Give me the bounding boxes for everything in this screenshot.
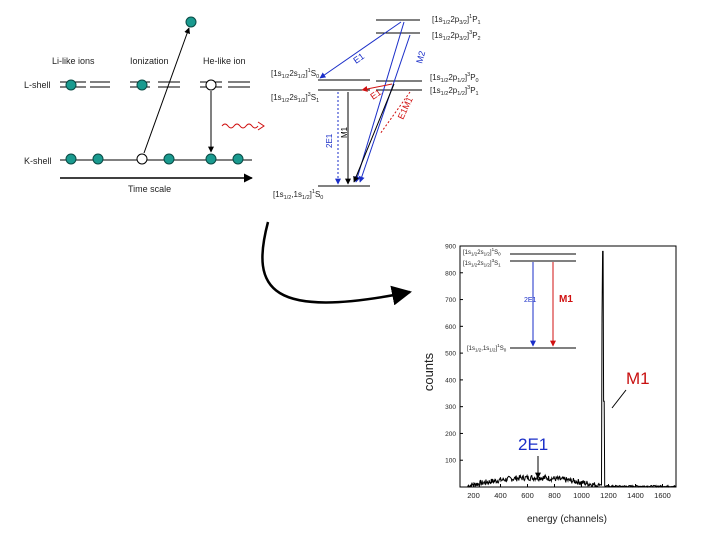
- x-tick-label: 600: [521, 491, 534, 500]
- inset-label-upper1: [1s1/22s1/2]1S0: [463, 247, 501, 257]
- x-tick-label: 800: [548, 491, 561, 500]
- label-m2: M2: [414, 50, 427, 65]
- electron-k-he: [232, 153, 244, 165]
- vacancy-k: [136, 153, 148, 165]
- level-label-ground: [1s1/2,1s1/2]1S0: [273, 189, 323, 201]
- y-tick-label: 500: [445, 351, 456, 358]
- inset-scheme: 2E1 M1 [1s1/22s1/2]1S0 [1s1/22s1/2]3S1 […: [463, 247, 576, 353]
- transition-e1-main: [354, 21, 405, 183]
- annotation-m1-pointer: [611, 389, 627, 409]
- electron-k-he: [205, 153, 217, 165]
- electron-k-li: [92, 153, 104, 165]
- transition-e1-red: [361, 83, 393, 92]
- spectrum-chart: 100 200 300 400 500 600 700 800 900 200 400 600 800…: [421, 244, 677, 525]
- transition-3p1-ground: [353, 83, 395, 183]
- inset-label-m1: M1: [559, 294, 573, 305]
- photon-arrowhead: [257, 121, 265, 131]
- x-tick-label: 1000: [573, 491, 590, 500]
- electron-k-ion: [163, 153, 175, 165]
- x-tick-label: 1400: [627, 491, 644, 500]
- connector-arrow: [261, 221, 412, 306]
- col-label-ionization: Ionization: [130, 56, 169, 66]
- ionization-arrow: [143, 27, 190, 154]
- level-label-3p2: [1s1/22p3/2]3P2: [432, 30, 481, 42]
- electron-l-li: [65, 79, 77, 91]
- ejected-electron: [185, 16, 197, 28]
- annotation-2e1: 2E1: [518, 435, 548, 454]
- level-label-1p1: [1s1/22p3/2]1P1: [432, 14, 481, 26]
- electron-k-li: [65, 153, 77, 165]
- level-label-3p1: [1s1/22p1/2]3P1: [430, 85, 479, 97]
- label-2e1: 2E1: [325, 133, 334, 148]
- inset-label-lower: [1s1/2,1s1/2]1S0: [467, 343, 507, 353]
- y-tick-label: 900: [445, 244, 456, 251]
- y-tick-label: 300: [445, 404, 456, 411]
- x-axis-label: energy (channels): [527, 514, 607, 525]
- plot-frame: [459, 245, 677, 488]
- transition-m2: [358, 34, 411, 183]
- vacancy-l: [205, 79, 217, 91]
- spectrum-line: [460, 250, 677, 488]
- time-scale-label: Time scale: [128, 184, 171, 194]
- col-label-li: Li-like ions: [52, 56, 95, 66]
- x-tick-label: 1200: [600, 491, 617, 500]
- ionization-scheme: Li-like ions Ionization He-like ion L-sh…: [24, 16, 265, 194]
- y-tick-label: 100: [445, 458, 456, 465]
- y-tick-label: 400: [445, 377, 456, 384]
- label-e1: E1: [351, 51, 366, 66]
- photon-wave: [221, 123, 259, 129]
- x-tick-label: 400: [494, 491, 507, 500]
- y-tick-label: 800: [445, 270, 456, 277]
- level-label-1s0: [1s1/22s1/2]1S0: [271, 68, 319, 80]
- inset-label-upper2: [1s1/22s1/2]3S1: [463, 258, 501, 268]
- inset-label-2e1: 2E1: [524, 297, 537, 304]
- transition-e1m1: [379, 91, 411, 135]
- x-tick-label: 200: [467, 491, 480, 500]
- x-tick-label: 1600: [654, 491, 671, 500]
- level-label-3p0: [1s1/22p1/2]3P0: [430, 72, 479, 84]
- y-tick-label: 200: [445, 431, 456, 438]
- y-tick-label: 600: [445, 324, 456, 331]
- col-label-he: He-like ion: [203, 56, 246, 66]
- transition-e1-to-1s0: [319, 21, 402, 79]
- label-e1m1: E1M1: [396, 95, 415, 121]
- level-diagram: [1s1/22p3/2]1P1 [1s1/22p3/2]3P2 [1s1/22p…: [271, 14, 481, 201]
- y-axis-label: counts: [421, 352, 436, 391]
- label-m1: M1: [340, 126, 349, 138]
- y-tick-label: 700: [445, 297, 456, 304]
- l-shell-label: L-shell: [24, 80, 51, 90]
- annotation-m1: M1: [626, 369, 650, 388]
- level-label-3s1: [1s1/22s1/2]3S1: [271, 92, 319, 104]
- k-shell-label: K-shell: [24, 156, 52, 166]
- electron-l-ion: [136, 79, 148, 91]
